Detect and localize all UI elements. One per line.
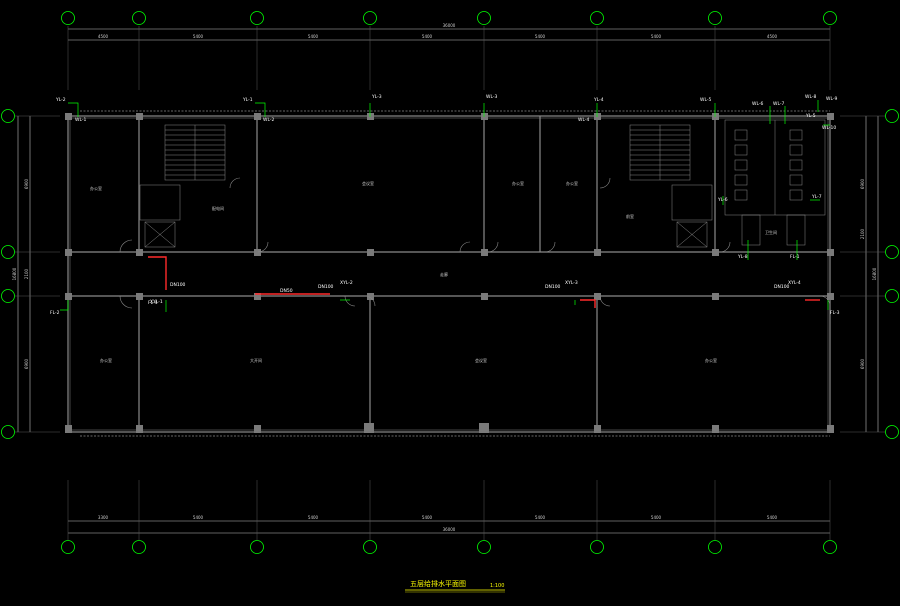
dim-bottom-3: 5400	[308, 515, 319, 520]
riser-tag: YL-4	[593, 97, 604, 103]
riser-tag: YL-5	[805, 113, 816, 119]
riser-tag: FL-1	[790, 254, 800, 260]
room-label: 办公室	[100, 357, 112, 363]
room-label: 走廊	[440, 271, 448, 277]
room-label: 会议室	[475, 357, 487, 363]
structural-columns	[65, 113, 834, 433]
dim-top-4: 5400	[422, 34, 433, 39]
dim-left-2: 2100	[24, 268, 29, 279]
dim-top-2: 5400	[193, 34, 204, 39]
riser-tag: WL-9	[826, 96, 838, 102]
dim-top-7: 4500	[767, 34, 778, 39]
dim-bottom-2: 5400	[193, 515, 204, 520]
pipe-label: DN100	[318, 284, 334, 290]
pipe-label: XYL-3	[565, 280, 578, 286]
room-labels: 办公室 配电间 会议室 办公室 办公室 前室 走廊 办公室 大开间 会议室 办公…	[90, 180, 777, 363]
room-label: 配电间	[212, 205, 224, 211]
staircase-east	[629, 124, 713, 248]
pipe-label: XYL-4	[788, 280, 801, 286]
room-label: 办公室	[705, 357, 717, 363]
pipe-label: XYL-1	[150, 299, 163, 305]
riser-tag: WL-7	[773, 101, 785, 107]
riser-tag: FL-3	[830, 310, 840, 316]
room-label: 会议室	[362, 180, 374, 186]
drawing-title: 五层给排水平面图 1:100	[405, 579, 505, 593]
riser-leaders	[60, 100, 830, 312]
riser-tag: YL-1	[242, 97, 253, 103]
dim-bottom-6: 5400	[651, 515, 662, 520]
pipe-labels: XYL-1 XYL-2 XYL-3 XYL-4 DN100 DN100 DN10…	[150, 280, 801, 305]
pipe-label: DN100	[545, 284, 561, 290]
riser-tag: YL-3	[371, 94, 382, 100]
dim-right-2: 2100	[860, 228, 865, 239]
riser-tag: WL-10	[822, 125, 836, 131]
dim-bottom-4: 5400	[422, 515, 433, 520]
dim-bottom-5: 5400	[535, 515, 546, 520]
riser-tag: WL-1	[75, 117, 87, 123]
dim-top-overall: 36000	[443, 23, 456, 28]
dim-left-overall: 16800	[12, 267, 17, 280]
dimension-lines	[17, 28, 879, 534]
staircase-west	[139, 124, 226, 248]
axis-bubbles	[1, 11, 899, 554]
riser-tag: WL-5	[700, 97, 712, 103]
room-label: 卫生间	[765, 229, 777, 235]
riser-tag: FL-2	[50, 310, 60, 316]
dim-top-1: 4500	[98, 34, 109, 39]
dim-bottom-1: 3300	[98, 515, 109, 520]
title-scale: 1:100	[490, 583, 504, 589]
drain-pipes	[148, 256, 820, 308]
pipe-label: DN50	[280, 288, 293, 294]
pipe-label: XYL-2	[340, 280, 353, 286]
riser-tag: FL-4	[148, 300, 158, 306]
dim-top-6: 5400	[651, 34, 662, 39]
dim-right-overall: 16800	[872, 267, 877, 280]
riser-tag: YL-7	[811, 194, 822, 200]
dim-top-5: 5400	[535, 34, 546, 39]
building-walls	[67, 115, 831, 433]
doors	[119, 177, 831, 309]
dim-bottom-overall: 36000	[443, 527, 456, 532]
room-label: 办公室	[90, 185, 102, 191]
riser-tag: YL-2	[55, 97, 66, 103]
dimension-texts: 36000 4500 5400 5400 5400 5400 5400 4500…	[12, 23, 877, 532]
windows	[80, 110, 830, 437]
riser-tag: WL-6	[752, 101, 764, 107]
pipe-label: DN100	[170, 282, 186, 288]
dim-left-1: 6900	[24, 178, 29, 189]
riser-tag: WL-3	[486, 94, 498, 100]
room-label: 办公室	[512, 180, 524, 186]
riser-tag: WL-8	[805, 94, 817, 100]
riser-tag: YL-8	[737, 254, 748, 260]
dim-top-3: 5400	[308, 34, 319, 39]
dim-right-1: 6900	[860, 178, 865, 189]
riser-tag: YL-6	[717, 197, 728, 203]
room-label: 大开间	[250, 357, 262, 363]
riser-tag: WL-4	[578, 117, 590, 123]
room-label: 前室	[626, 213, 634, 219]
riser-tags: YL-2 WL-1 YL-1 WL-2 YL-3 WL-3 YL-4 WL-4 …	[50, 94, 840, 316]
title-main: 五层给排水平面图	[410, 579, 466, 588]
dim-left-3: 6900	[24, 358, 29, 369]
toilet-fixtures	[724, 119, 826, 246]
dim-right-3: 6900	[860, 358, 865, 369]
axis-extension-lines	[15, 26, 885, 540]
pipe-label: DN100	[774, 284, 790, 290]
room-label: 办公室	[566, 180, 578, 186]
dim-bottom-7: 5400	[767, 515, 778, 520]
riser-tag: WL-2	[263, 117, 275, 123]
